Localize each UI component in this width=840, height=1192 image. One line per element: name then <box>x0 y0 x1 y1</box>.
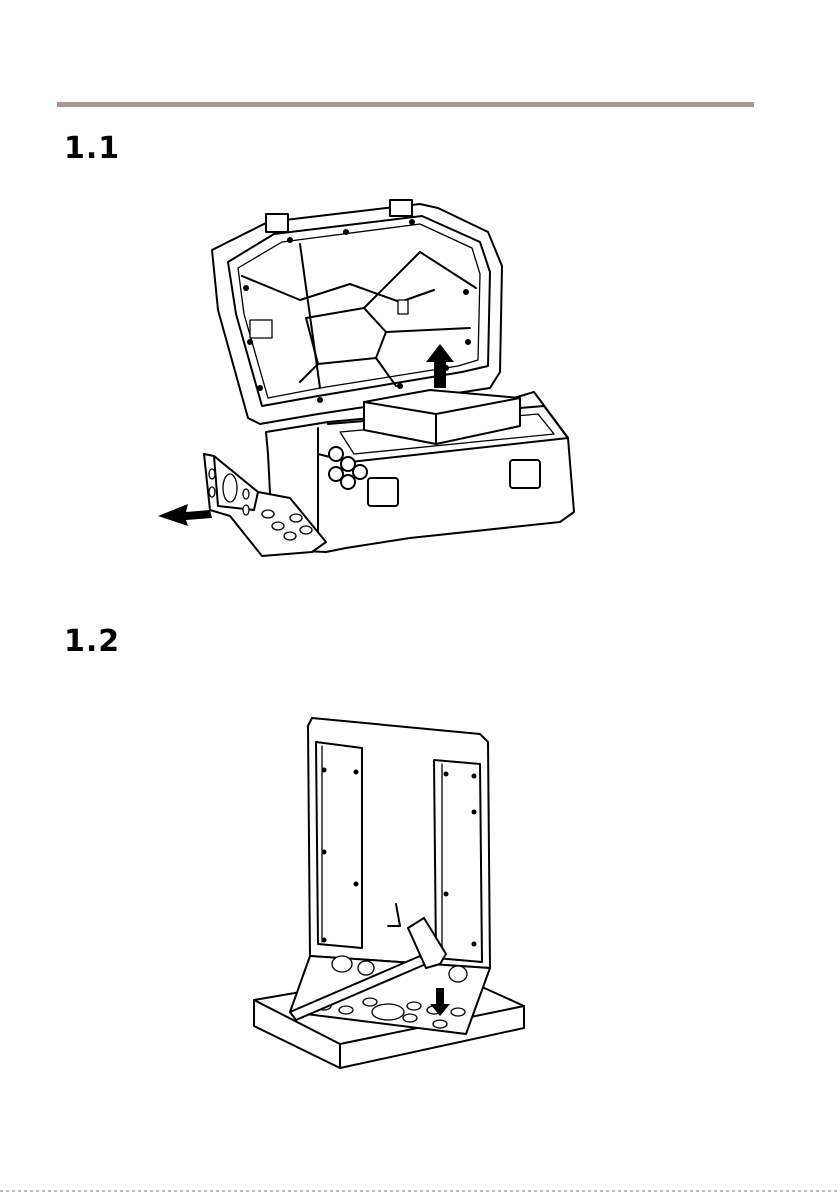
latch <box>368 478 398 506</box>
hinge <box>390 200 412 216</box>
header-rule <box>57 102 754 107</box>
step-number-1-2: 1.2 <box>64 627 120 657</box>
latch <box>510 460 540 488</box>
left-arrow <box>158 504 212 526</box>
hinge <box>266 214 288 232</box>
lid-shell <box>212 204 502 424</box>
figure-open-enclosure <box>150 192 590 564</box>
figure-bracket-hammer <box>250 712 530 1072</box>
bracket-plate <box>308 718 490 968</box>
step-number-1-1: 1.1 <box>64 134 120 164</box>
